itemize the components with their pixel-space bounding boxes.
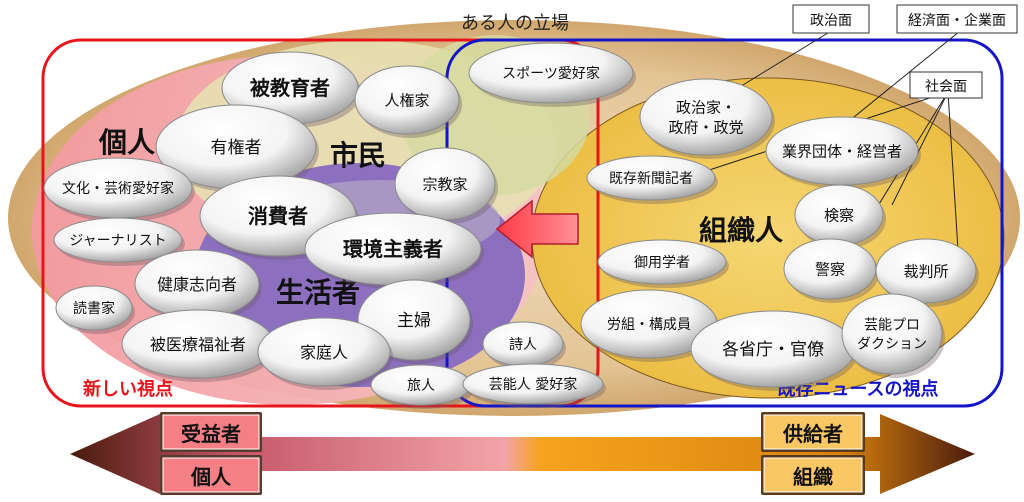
person-label: 個人 — [190, 465, 232, 489]
bubble-label: 警察 — [815, 260, 845, 278]
bubble: 有権者 — [155, 104, 319, 193]
bubble-label: 御用学者 — [634, 255, 690, 271]
bubble-shape — [597, 239, 727, 285]
bubble: 御用学者 — [597, 239, 729, 288]
bubble-label: 既存新聞記者 — [609, 170, 693, 187]
bubble-label: 人権家 — [384, 91, 429, 109]
bubble-label: 宗教家 — [422, 175, 467, 193]
bubble-label: 政治家・ — [676, 98, 736, 116]
organization-label: 組織人 — [699, 214, 783, 247]
bubble-label: 政府・政党 — [668, 118, 743, 136]
bubble: 検察 — [794, 184, 886, 249]
life-label: 生活者 — [276, 276, 360, 309]
bubble: 宗教家 — [394, 147, 498, 224]
diagram-title: ある人の立場 — [461, 13, 569, 34]
bubble-shape — [468, 42, 634, 104]
bubble: 政治家・政府・政党 — [639, 78, 775, 159]
new-view-frame — [41, 38, 600, 408]
bubble-label: 読書家 — [73, 300, 115, 317]
bubble-shape — [586, 155, 716, 201]
politics-callout-box — [792, 4, 870, 34]
bubble-label: スポーツ愛好家 — [502, 65, 600, 82]
receiver-label: 受益者 — [181, 422, 241, 446]
bubble-label: 旅人 — [407, 378, 435, 394]
bubble-label: 芸能人 愛好家 — [489, 376, 577, 393]
bubble-shape — [354, 65, 460, 135]
bubble-label: 芸能プロ — [864, 318, 920, 334]
bubble-label: 健康志向者 — [157, 275, 237, 294]
bubble-shape — [462, 363, 604, 405]
bubble-label: 被医療福祉者 — [150, 335, 246, 354]
citizen-label: 市民 — [330, 139, 386, 172]
bubble: 人権家 — [354, 65, 462, 138]
individual-label: 個人 — [98, 126, 155, 159]
new-view-label: 新しい視点 — [83, 378, 173, 400]
bubble-label: 環境主義者 — [343, 237, 443, 261]
bubble-label: 業界団体・経営者 — [782, 142, 902, 160]
bubble: 文化・芸術愛好家 — [43, 157, 195, 222]
bubble: ジャーナリスト — [53, 217, 185, 266]
bubble-label: 有権者 — [211, 138, 262, 158]
direction-arrow — [495, 199, 579, 259]
supplier-label: 供給者 — [782, 422, 843, 446]
bubble: 詩人 — [482, 321, 566, 370]
bubble-label: 労組・構成員 — [607, 317, 691, 333]
bubble-label: 被教育者 — [250, 76, 330, 100]
bubble-label: 家庭人 — [300, 343, 348, 362]
bubble: 読書家 — [55, 285, 135, 334]
org-label: 組織 — [793, 465, 833, 489]
bubble-shape — [53, 217, 183, 263]
bubble: 芸能人 愛好家 — [462, 363, 606, 408]
bubble-label: 主婦 — [397, 311, 431, 331]
bubble-shape — [875, 238, 977, 304]
supplier-box: 供給者 — [761, 412, 865, 452]
bubble: 裁判所 — [875, 238, 979, 307]
bubble-label: 消費者 — [248, 204, 308, 228]
bubble-shape — [257, 317, 391, 387]
bubble-shape — [55, 285, 133, 331]
receiver-box: 受益者 — [160, 412, 262, 452]
bubble: 既存新聞記者 — [586, 155, 718, 204]
bubble-label: 裁判所 — [903, 262, 948, 280]
bubble-label: 詩人 — [509, 337, 537, 353]
bubble: 各省庁・官僚 — [690, 310, 858, 391]
politics-callout: 政治面 — [810, 13, 852, 29]
bubble: 健康志向者 — [134, 249, 262, 322]
bubble: スポーツ愛好家 — [468, 42, 636, 107]
bubble-label: ジャーナリスト — [69, 233, 166, 249]
bubble: 旅人 — [370, 364, 474, 409]
bubble-label: 検察 — [824, 206, 854, 224]
bubble: 家庭人 — [257, 317, 393, 390]
bubble: 労組・構成員 — [580, 289, 720, 362]
bubble-shape — [841, 293, 943, 375]
bubble-label: 文化・芸術愛好家 — [62, 180, 174, 197]
bubble-shape — [639, 78, 773, 156]
society-callout: 社会面 — [925, 79, 967, 95]
spectrum-arrow — [70, 414, 975, 494]
bubble: 業界団体・経営者 — [765, 116, 921, 189]
person-box: 個人 — [160, 455, 262, 495]
bubble-label: 各省庁・官僚 — [722, 340, 824, 360]
bubble-label: ダクション — [857, 337, 927, 353]
existing-view-label: 既存ニュースの視点 — [777, 378, 938, 400]
economy-callout: 経済面・企業面 — [908, 12, 1006, 29]
org-box: 組織 — [761, 455, 865, 495]
society-callout-box — [909, 71, 983, 99]
bubble: 環境主義者 — [304, 212, 484, 289]
economy-callout-box — [896, 4, 1018, 34]
bubble: 警察 — [783, 238, 879, 303]
